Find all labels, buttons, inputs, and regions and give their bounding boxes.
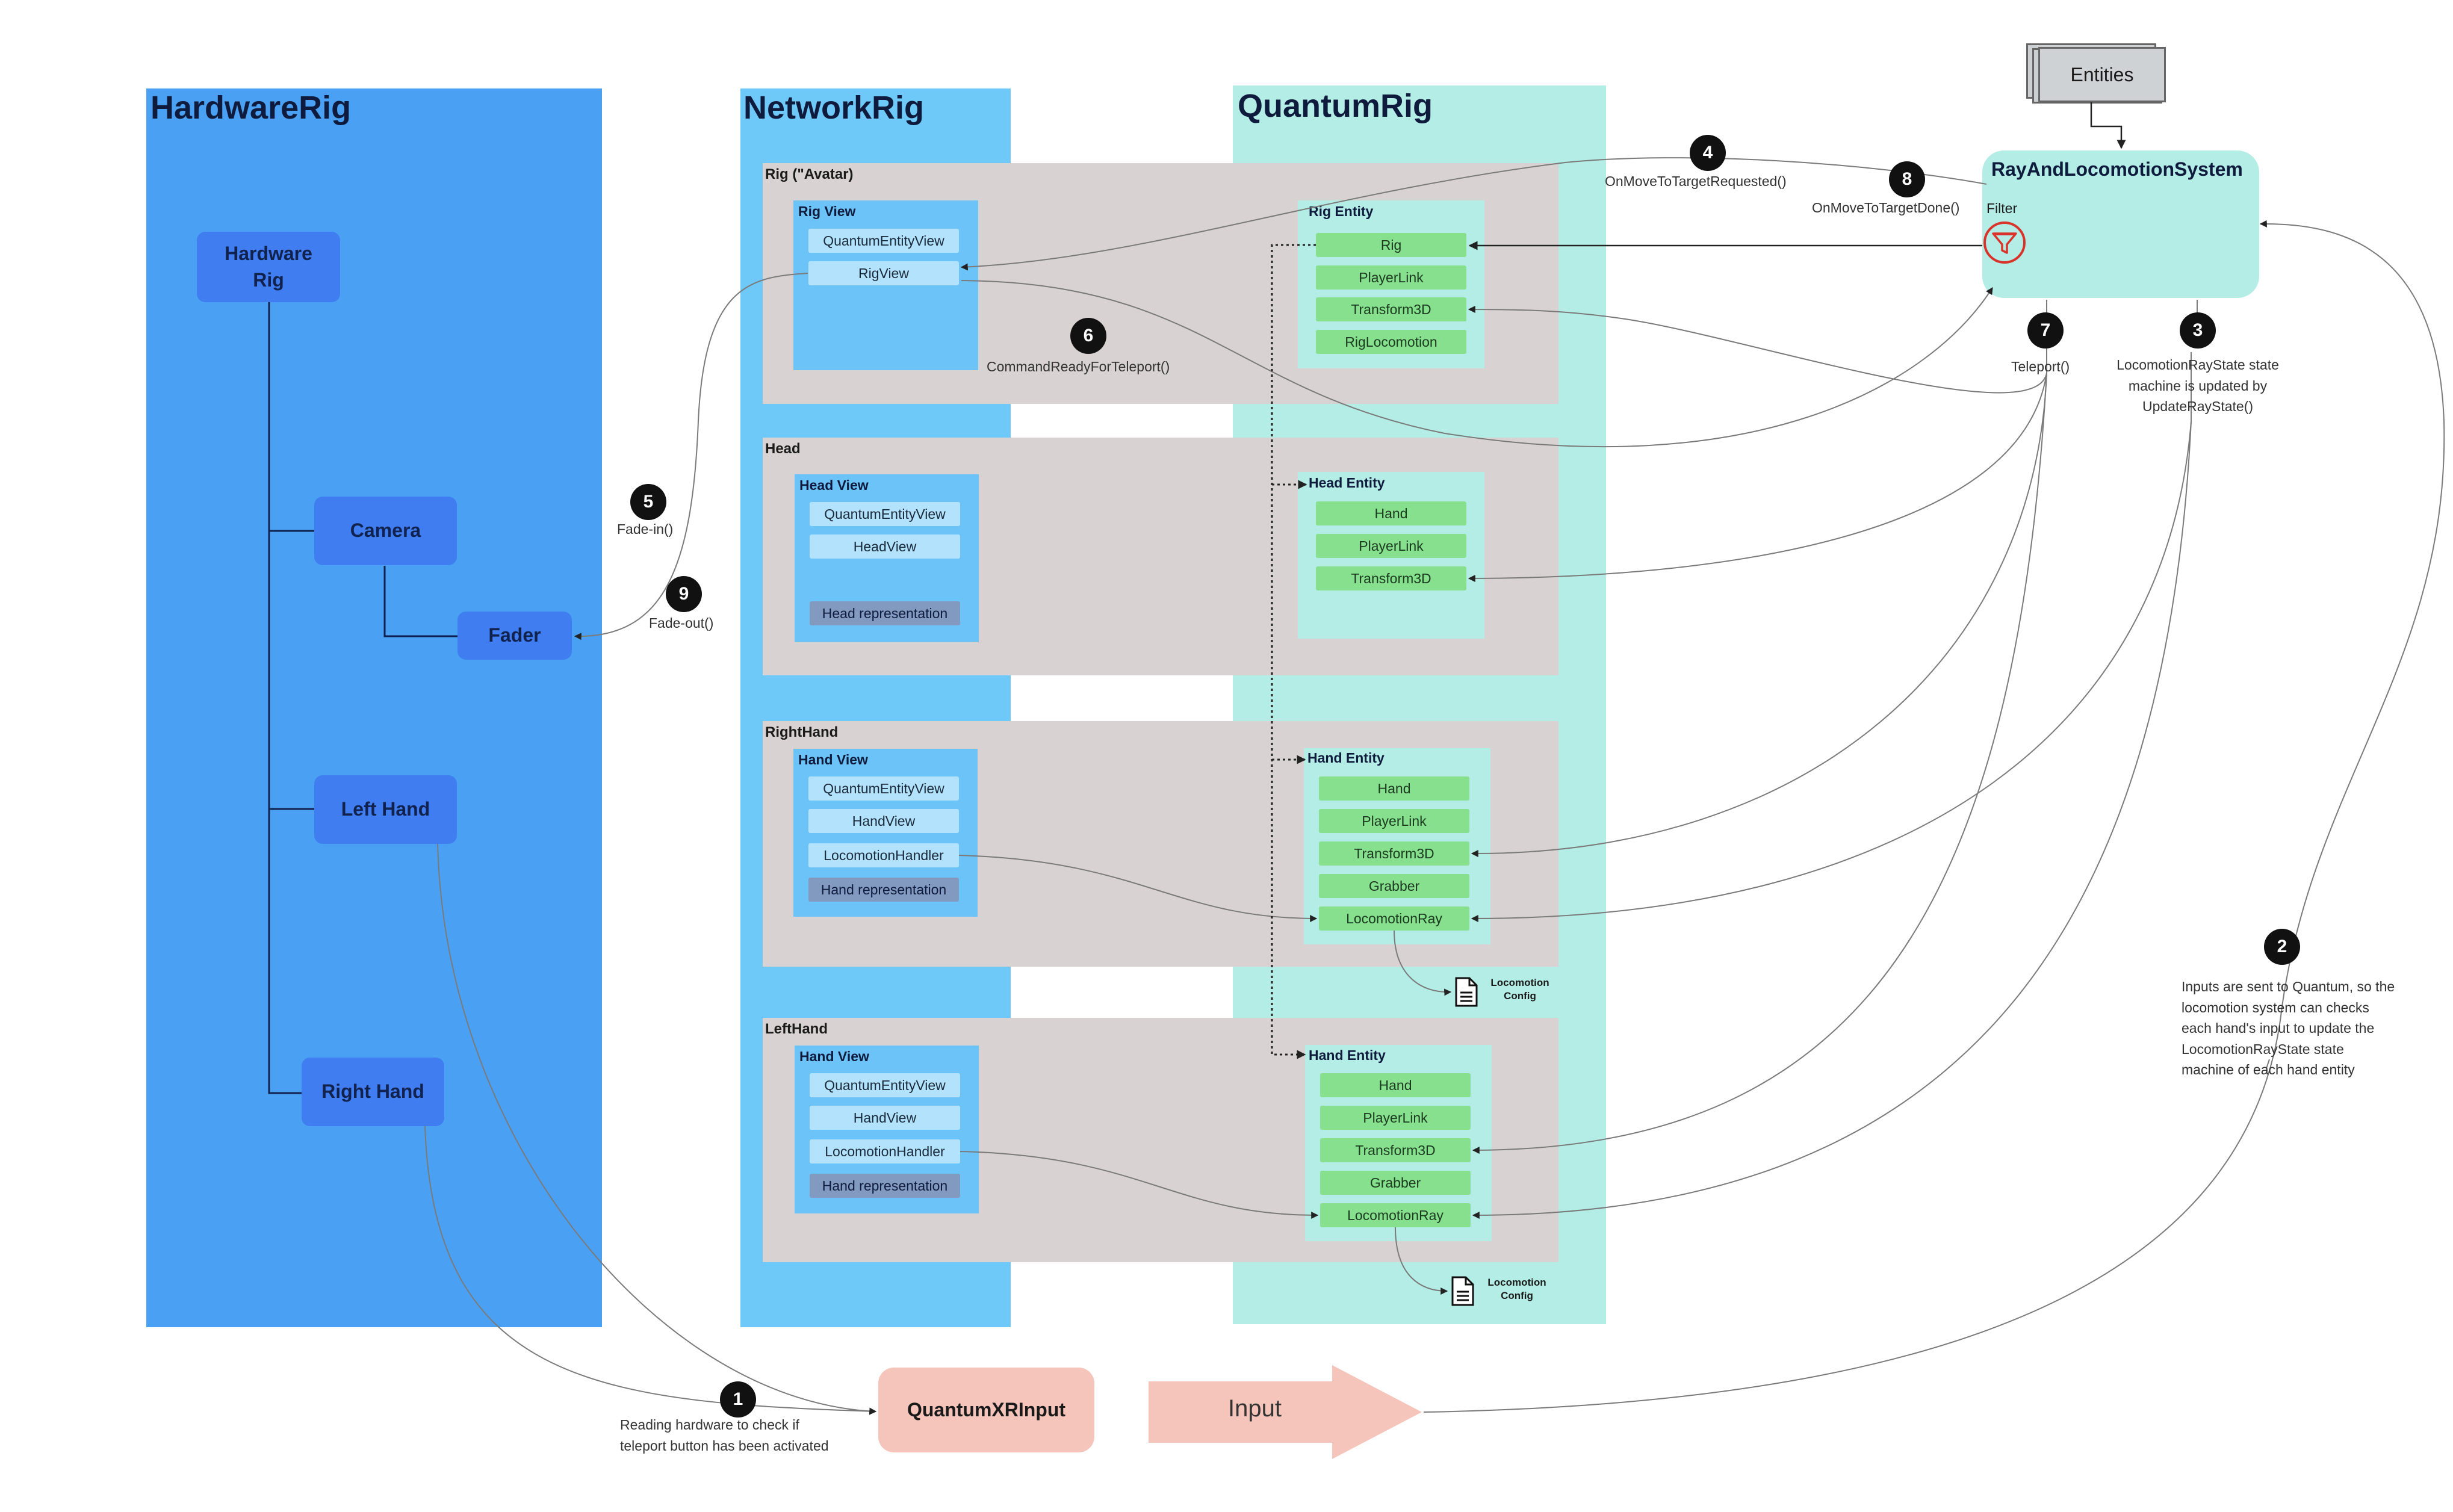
step-text-8: OnMoveToTargetDone() (1812, 200, 1960, 215)
entities-node-label: Entities (2070, 63, 2134, 85)
rig-view-title: Rig View (798, 203, 856, 219)
step-badge-2: 2 (2264, 929, 2300, 965)
input-arrow-shape (1149, 1365, 1422, 1459)
filter-label: Filter (1986, 200, 2018, 216)
hardware-rig-node[interactable]: Hardware Rig (197, 232, 340, 302)
left-hand-node-label: Left Hand (341, 798, 430, 820)
right-hand-hand-component[interactable]: Hand (1319, 776, 1469, 801)
input-arrow-label: Input (1228, 1395, 1282, 1422)
rig-transform3d-component[interactable]: Transform3D (1316, 297, 1466, 321)
head-representation[interactable]: Head representation (810, 601, 960, 625)
step-text-3: LocomotionRayState state machine is upda… (2117, 357, 2279, 414)
step-text-5: Fade-in() (617, 521, 674, 537)
right-hand-locomotionray-component[interactable]: LocomotionRay (1319, 906, 1469, 931)
ray-and-locomotion-system-title: RayAndLocomotionSystem (1991, 158, 2243, 180)
step-badge-3: 3 (2180, 312, 2216, 349)
head-view-title: Head View (799, 477, 869, 493)
head-group-label: Head (765, 441, 801, 457)
step-text-1: Reading hardware to check if teleport bu… (620, 1417, 829, 1454)
step-text-2: Inputs are sent to Quantum, so the locom… (2182, 979, 2395, 1077)
right-hand-view-quantum-entity-view[interactable]: QuantumEntityView (808, 776, 959, 801)
rig-avatar-group-label: Rig ("Avatar) (765, 166, 854, 182)
left-hand-representation[interactable]: Hand representation (810, 1174, 960, 1198)
right-hand-view-title: Hand View (798, 752, 868, 767)
left-hand-locomotionray-component[interactable]: LocomotionRay (1320, 1203, 1471, 1227)
rig-component[interactable]: Rig (1316, 233, 1466, 257)
entities-node[interactable]: Entities (2038, 47, 2166, 102)
rig-view-rigview[interactable]: RigView (808, 261, 959, 285)
right-hand-entity-title: Hand Entity (1307, 750, 1385, 766)
step-badge-7: 7 (2027, 312, 2064, 349)
hardware-rig-title: HardwareRig (150, 90, 352, 126)
right-hand-representation[interactable]: Hand representation (808, 878, 959, 902)
right-hand-locomotion-handler[interactable]: LocomotionHandler (808, 843, 959, 867)
step-badge-1: 1 (720, 1381, 756, 1418)
step-text-9: Fade-out() (649, 615, 714, 631)
network-rig-title: NetworkRig (743, 90, 925, 126)
camera-node[interactable]: Camera (314, 497, 457, 565)
quantum-xr-input-node[interactable]: QuantumXRInput (878, 1368, 1094, 1452)
locomotion-config-label-left: Locomotion Config (1487, 1277, 1546, 1302)
left-hand-playerlink-component[interactable]: PlayerLink (1320, 1106, 1471, 1130)
left-hand-group-label: LeftHand (765, 1021, 828, 1037)
step-badge-8: 8 (1889, 161, 1925, 197)
fader-node[interactable]: Fader (457, 612, 572, 660)
head-transform3d-component[interactable]: Transform3D (1316, 566, 1466, 590)
locomotion-config-label-right: Locomotion Config (1490, 977, 1549, 1002)
step-badge-9: 9 (666, 576, 702, 612)
head-view-headview[interactable]: HeadView (810, 534, 960, 559)
head-view-quantum-entity-view[interactable]: QuantumEntityView (810, 502, 960, 526)
right-hand-transform3d-component[interactable]: Transform3D (1319, 841, 1469, 866)
step-text-6: CommandReadyForTeleport() (987, 359, 1170, 374)
step-badge-4: 4 (1690, 135, 1726, 171)
locomotion-config-doc-icon-left (1451, 1276, 1474, 1306)
left-hand-grabber-component[interactable]: Grabber (1320, 1171, 1471, 1195)
right-hand-view-handview[interactable]: HandView (808, 809, 959, 833)
head-entity-title: Head Entity (1309, 475, 1385, 491)
right-hand-playerlink-component[interactable]: PlayerLink (1319, 809, 1469, 833)
locomotion-config-doc-icon-right (1455, 977, 1478, 1007)
right-hand-grabber-component[interactable]: Grabber (1319, 874, 1469, 898)
left-hand-transform3d-component[interactable]: Transform3D (1320, 1138, 1471, 1162)
quantum-xr-input-label: QuantumXRInput (907, 1399, 1066, 1421)
left-hand-view-handview[interactable]: HandView (810, 1106, 960, 1130)
head-hand-component[interactable]: Hand (1316, 501, 1466, 525)
left-hand-locomotion-handler[interactable]: LocomotionHandler (810, 1139, 960, 1163)
hardware-rig-node-label: Hardware Rig (225, 243, 312, 291)
filter-icon (1983, 222, 2026, 264)
left-hand-entity-title: Hand Entity (1309, 1047, 1386, 1063)
left-hand-view-title: Hand View (799, 1049, 869, 1064)
left-hand-node[interactable]: Left Hand (314, 775, 457, 844)
rig-locomotion-component[interactable]: RigLocomotion (1316, 330, 1466, 354)
step-text-7: Teleport() (2011, 359, 2070, 374)
quantum-rig-title: QuantumRig (1238, 88, 1433, 124)
ray-and-locomotion-system-node[interactable] (1982, 150, 2259, 298)
rig-view-quantum-entity-view[interactable]: QuantumEntityView (808, 229, 959, 253)
step-text-4: OnMoveToTargetRequested() (1605, 173, 1787, 189)
camera-node-label: Camera (350, 519, 421, 542)
right-hand-node[interactable]: Right Hand (302, 1058, 444, 1126)
right-hand-node-label: Right Hand (321, 1080, 424, 1103)
step-badge-6: 6 (1070, 318, 1106, 354)
left-hand-view-quantum-entity-view[interactable]: QuantumEntityView (810, 1073, 960, 1097)
right-hand-group-label: RightHand (765, 724, 839, 740)
rig-playerlink-component[interactable]: PlayerLink (1316, 265, 1466, 290)
fader-node-label: Fader (488, 624, 541, 646)
head-playerlink-component[interactable]: PlayerLink (1316, 534, 1466, 558)
left-hand-hand-component[interactable]: Hand (1320, 1073, 1471, 1097)
step-badge-5: 5 (630, 484, 666, 520)
